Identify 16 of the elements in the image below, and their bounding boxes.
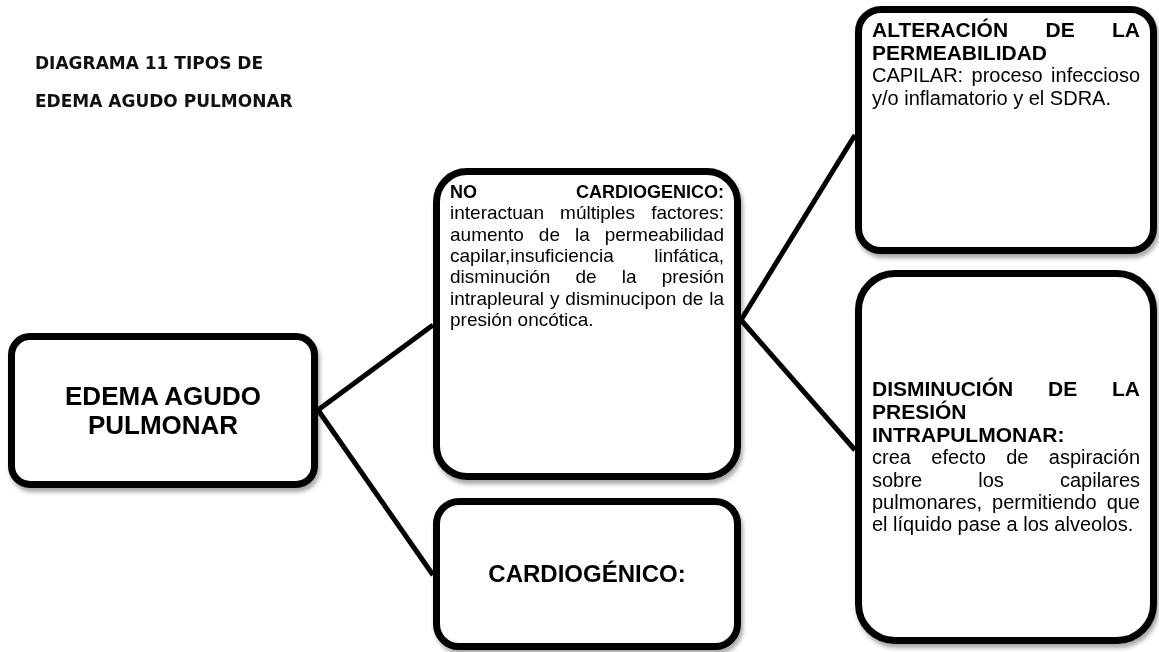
box-text: CAPILAR: proceso infeccioso y/o inflamatorio y el SDRA. [872,64,1140,110]
box-heading: EDEMA AGUDO PULMONAR [64,382,262,439]
rounded-box [8,333,318,488]
connector-line [316,323,435,412]
box-heading: ALTERACIÓN DE LA PERMEABILIDAD [872,19,1140,65]
connector-line [739,318,857,452]
box-heading: CARDIOGÉNICO: [487,561,687,587]
box-heading: NO CARDIOGENICO: [450,183,724,203]
rounded-box [855,270,1157,644]
box-heading: DISMINUCIÓN DE LA PRESIÓN INTRAPULMONAR: [872,378,1140,447]
diagram-title: DIAGRAMA 11 TIPOS DE EDEMA AGUDO PULMONAR [35,52,294,113]
rounded-box [433,498,741,650]
box-text: interactuan múltiples factores: aumento de la permeabilidad capilar,insuficiencia linfática, disminución de la presión intrapleural y disminucipon de la presión oncótica. [450,202,724,331]
box-text: crea efecto de aspiración sobre los capilares pulmonares, permitiendo que el líquido pase a los alveolos. [872,446,1140,536]
rounded-box [433,168,741,480]
rounded-box [855,6,1157,254]
